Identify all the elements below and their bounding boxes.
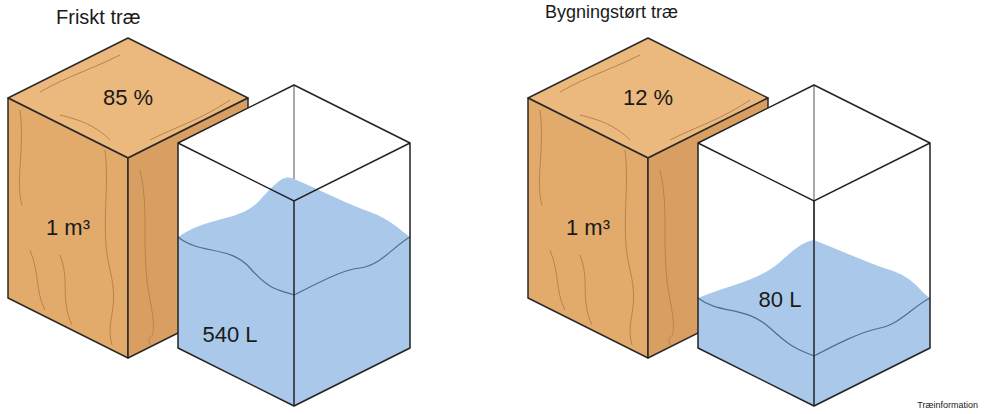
- panel-title: Bygningstørt træ: [545, 3, 678, 23]
- panel-title: Friskt træ: [56, 6, 140, 28]
- wood-cube: 85 % 1 m³: [8, 38, 248, 358]
- moisture-percent: 85 %: [103, 87, 153, 109]
- water-volume: 540 L: [202, 324, 257, 346]
- water-cube: 80 L: [698, 85, 930, 406]
- water-cube: 540 L: [178, 85, 410, 406]
- water-volume: 80 L: [759, 289, 802, 311]
- volume-label: 1 m³: [566, 217, 610, 239]
- wood-cube: 12 % 1 m³: [528, 38, 768, 358]
- volume-label: 1 m³: [46, 217, 90, 239]
- credit-note: Træinformation: [917, 401, 978, 411]
- moisture-percent: 12 %: [623, 87, 673, 109]
